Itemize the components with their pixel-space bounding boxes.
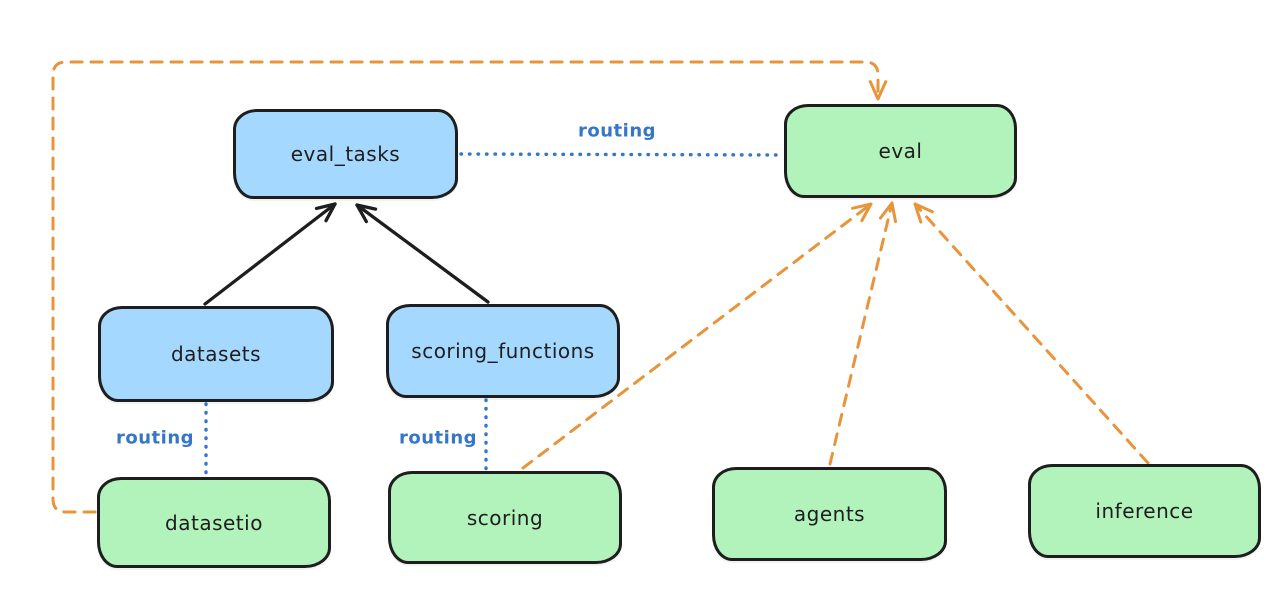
- edge-agents-to-eval: [828, 201, 894, 466]
- edge-eval_tasks-to-eval-routing: [459, 152, 785, 157]
- node-eval: eval: [784, 104, 1017, 198]
- node-label: inference: [1095, 499, 1194, 523]
- edge-label-routing-top: routing: [577, 120, 657, 142]
- edge-scoring_functions-to-eval_tasks: [355, 203, 490, 304]
- node-label: eval: [878, 139, 923, 163]
- arrowhead-scoring-to-eval: [850, 202, 873, 223]
- edge-datasets-to-eval_tasks: [203, 202, 337, 306]
- node-label: scoring_functions: [411, 339, 595, 363]
- edge-inference-to-eval: [913, 202, 1150, 465]
- node-datasets: datasets: [98, 306, 334, 402]
- arrowhead-scoring_functions-to-eval_tasks: [355, 203, 378, 224]
- edge-label-routing-middle: routing: [398, 427, 478, 449]
- arrowhead-agents-to-eval: [878, 201, 898, 224]
- node-label: datasets: [170, 342, 262, 366]
- node-datasetio: datasetio: [97, 477, 331, 568]
- node-eval_tasks: eval_tasks: [233, 109, 458, 199]
- node-label: datasetio: [165, 510, 263, 535]
- node-label: agents: [793, 502, 866, 526]
- arrowhead-inference-to-eval: [913, 202, 934, 224]
- node-label: scoring: [466, 505, 544, 530]
- node-inference: inference: [1028, 464, 1261, 558]
- node-agents: agents: [712, 467, 947, 561]
- arrowhead-datasetio-to-eval: [868, 80, 888, 101]
- edge-label-routing-left: routing: [115, 427, 195, 449]
- arrowhead-datasets-to-eval_tasks: [314, 202, 337, 223]
- node-scoring_functions: scoring_functions: [386, 304, 620, 398]
- node-label: eval_tasks: [290, 142, 401, 166]
- node-scoring: scoring: [388, 471, 622, 564]
